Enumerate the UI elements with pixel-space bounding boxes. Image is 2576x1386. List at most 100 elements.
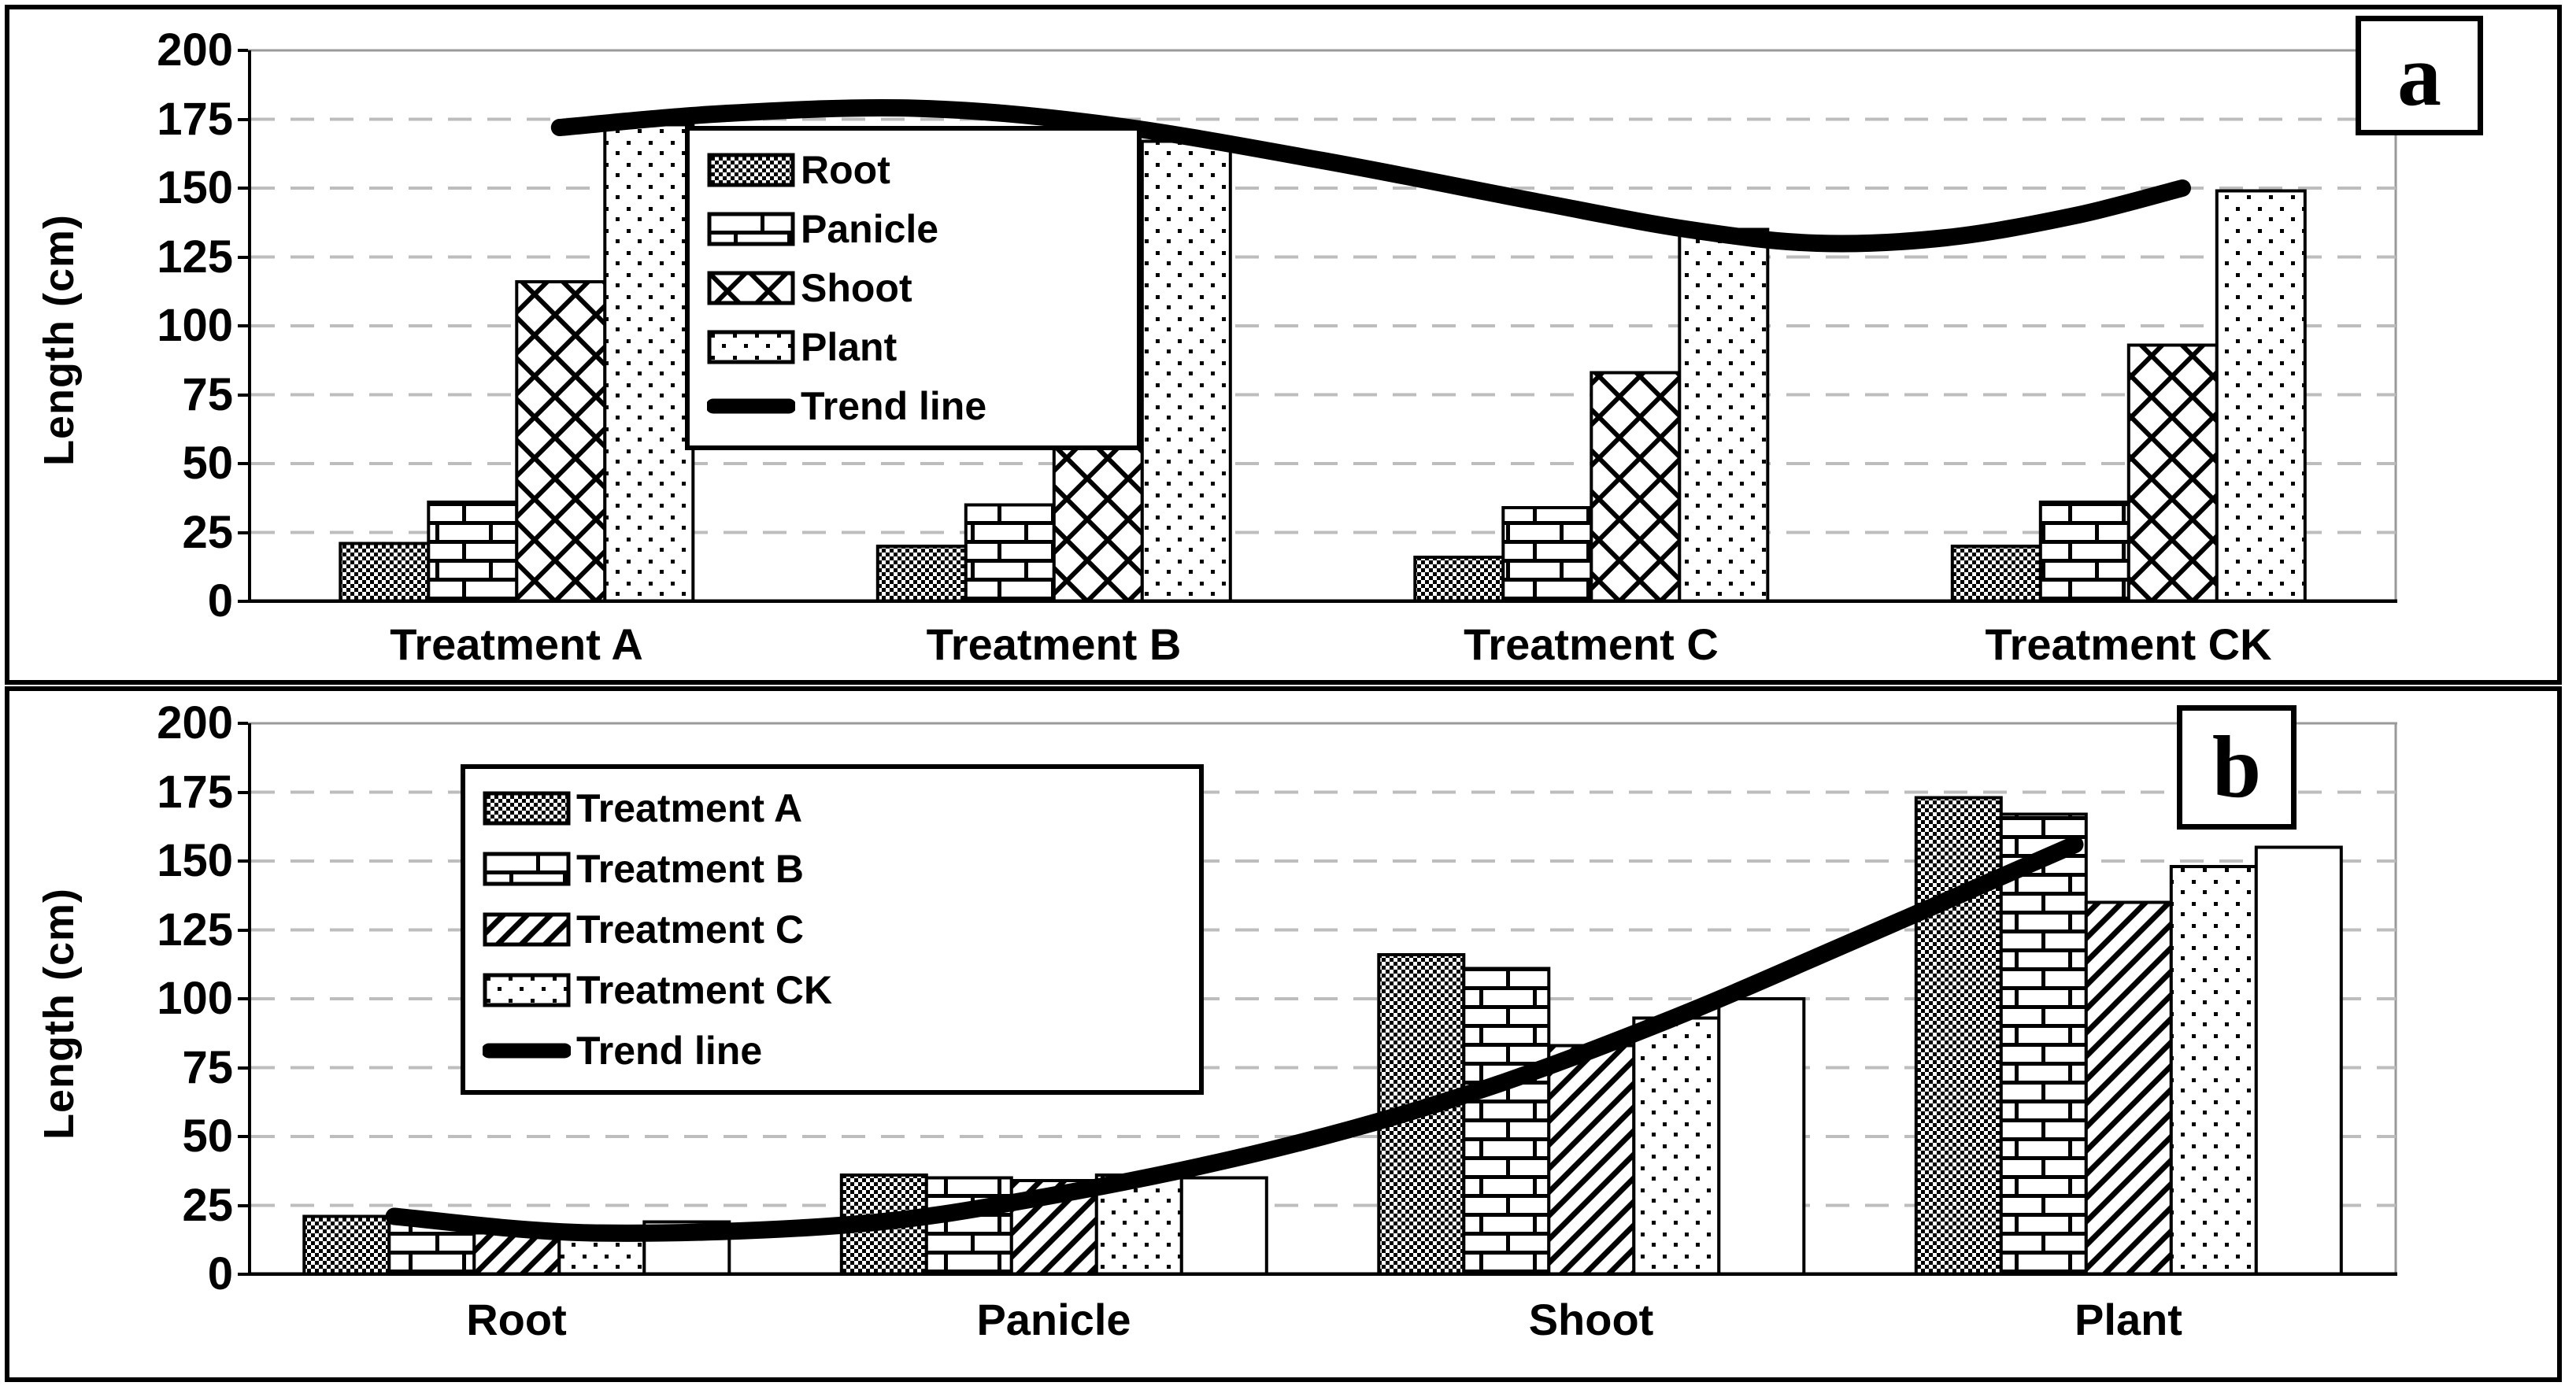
legend-label: Root [801,147,890,192]
y-tick-mark-0 [238,1273,248,1276]
bar-unlabeled-shoot [1717,997,1806,1276]
y-tick-label-75: 75 [182,1041,233,1093]
bar-plant-treatment-a [603,123,695,603]
y-tick-mark-125 [238,255,248,259]
legend-label: Treatment B [576,847,804,892]
bar-root-treatment-ck [1950,545,2042,603]
y-tick-label-200: 200 [157,24,233,76]
bar-shoot-treatment-ck [2126,343,2219,603]
bar-treatment-a-root [302,1214,391,1276]
x-category-label-plant: Plant [2074,1295,2182,1344]
y-tick-label-150: 150 [157,835,233,886]
bar-panicle-treatment-c [1501,506,1593,603]
y-tick-label-100: 100 [157,300,233,351]
y-tick-label-0: 0 [207,575,233,626]
trend-line-swatch [707,398,795,414]
trend-line [550,98,2191,253]
legend-item-root: Root [707,147,1120,193]
y-tick-mark-100 [238,997,248,1000]
bar-panicle-treatment-ck [2038,501,2130,603]
legend-swatch-dense [707,153,795,187]
bar-root-treatment-b [875,545,968,603]
legend-label: Treatment A [576,786,803,831]
legend-swatch-dense [483,791,571,826]
legend-item-treatment-c: Treatment C [483,907,1182,952]
legend-swatch-dots [707,330,795,364]
y-tick-label-75: 75 [182,368,233,420]
y-tick-mark-150 [238,187,248,190]
legend-label: Shoot [801,265,912,310]
plot-area-b [248,722,2397,1276]
panel-letter: b [2177,705,2297,830]
bar-treatment-ck-plant [2169,865,2258,1276]
legend-label: Treatment C [576,907,804,952]
y-tick-mark-50 [238,462,248,465]
bar-root-treatment-c [1413,556,1505,603]
x-category-label-treatment-c: Treatment C [1464,619,1719,669]
bar-treatment-ck-root [557,1236,646,1276]
y-tick-label-100: 100 [157,973,233,1024]
legend-label: Trend line [801,384,987,429]
y-tick-mark-100 [238,324,248,327]
legend: Treatment A Treatment B Treatment C Treatme… [461,764,1204,1095]
y-tick-mark-125 [238,928,248,932]
bar-treatment-a-plant [1914,796,2003,1276]
y-tick-label-125: 125 [157,904,233,955]
y-tick-mark-150 [238,859,248,863]
y-tick-label-0: 0 [207,1248,233,1299]
legend-swatch-brick [483,852,571,886]
bar-plant-treatment-c [1678,227,1770,603]
bar-panicle-treatment-a [427,501,519,603]
x-category-label-shoot: Shoot [1528,1295,1654,1344]
legend-item-plant: Plant [707,324,1120,370]
y-tick-mark-200 [238,722,248,725]
panel-letter: a [2356,16,2483,135]
bar-treatment-b-shoot [1462,967,1551,1276]
y-tick-mark-175 [238,790,248,794]
bar-plant-treatment-b [1140,139,1232,603]
bar-panicle-treatment-b [964,503,1056,603]
bar-unlabeled-plant [2254,845,2343,1276]
legend-swatch-diag [483,912,571,947]
y-tick-label-200: 200 [157,697,233,748]
bar-treatment-b-plant [1999,812,2088,1276]
y-tick-mark-25 [238,1203,248,1207]
bar-shoot-treatment-c [1590,371,1682,603]
bar-unlabeled-panicle [1179,1176,1268,1276]
bar-root-treatment-a [339,541,431,603]
legend-item-treatment-a: Treatment A [483,785,1182,831]
legend-item-trend-line: Trend line [707,383,1120,429]
legend-item-shoot: Shoot [707,265,1120,311]
x-category-label-treatment-a: Treatment A [390,619,643,669]
legend-swatch-brick [707,212,795,246]
bar-treatment-ck-shoot [1632,1016,1721,1276]
y-tick-label-25: 25 [182,506,233,558]
y-tick-label-175: 175 [157,766,233,818]
legend-item-treatment-ck: Treatment CK [483,967,1182,1013]
legend-label: Trend line [576,1028,763,1073]
y-tick-label-50: 50 [182,1111,233,1162]
legend-swatch-cross [707,271,795,305]
legend-label: Plant [801,325,898,370]
bar-plant-treatment-ck [2215,189,2307,603]
bar-treatment-c-plant [2084,900,2173,1276]
x-category-label-root: Root [466,1295,567,1344]
bar-treatment-c-shoot [1547,1044,1636,1276]
legend-swatch-dots [483,973,571,1007]
y-tick-mark-0 [238,600,248,603]
y-tick-mark-75 [238,1066,248,1070]
y-tick-label-125: 125 [157,231,233,283]
legend-label: Treatment CK [576,967,833,1012]
y-tick-label-175: 175 [157,93,233,145]
y-tick-mark-50 [238,1135,248,1138]
x-category-label-treatment-b: Treatment B [926,619,1182,669]
bar-shoot-treatment-a [515,280,607,603]
x-category-label-treatment-ck: Treatment CK [1985,619,2272,669]
legend-item-panicle: Panicle [707,206,1120,252]
legend-label: Panicle [801,206,939,251]
y-tick-mark-175 [238,117,248,121]
y-tick-label-50: 50 [182,438,233,489]
legend-item-trend-line: Trend line [483,1028,1182,1074]
